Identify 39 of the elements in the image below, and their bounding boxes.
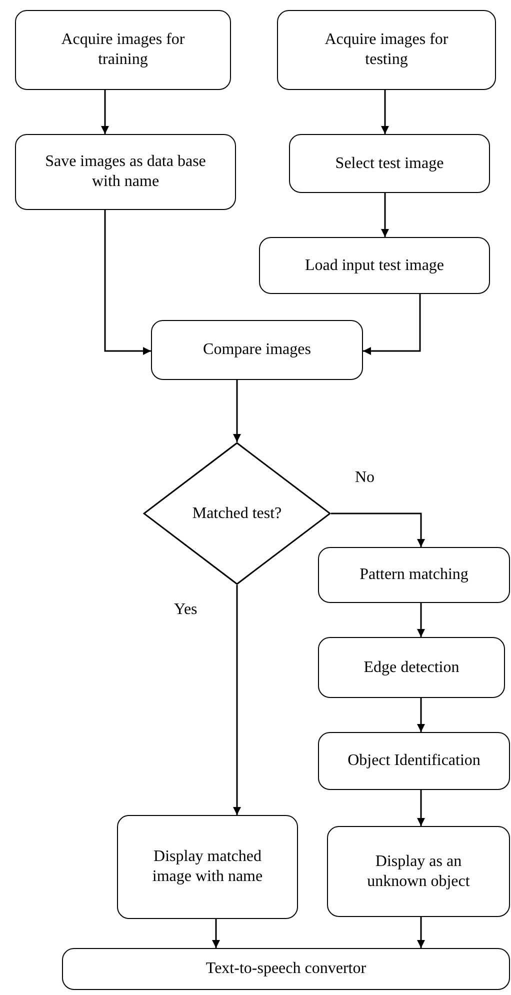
- process-box: [117, 815, 298, 919]
- step-text: Text-to-speech convertor: [206, 959, 366, 979]
- process-box: [259, 237, 490, 294]
- process-box: [327, 826, 510, 917]
- arrow: [233, 585, 241, 815]
- arrow: [381, 193, 389, 237]
- step-text: Select test image: [335, 154, 444, 174]
- process-box: [62, 948, 510, 990]
- decision-diamond: [143, 442, 331, 585]
- arrow: [417, 698, 425, 732]
- step-text: Acquire images for testing: [324, 30, 450, 70]
- process-box: [15, 134, 236, 210]
- arrow: [417, 603, 425, 637]
- process-box: [277, 10, 496, 90]
- arrow: [233, 380, 241, 442]
- arrow: [417, 917, 425, 948]
- decision-text: Matched test?: [192, 504, 282, 524]
- process-box: [151, 320, 363, 380]
- arrow: [101, 90, 109, 134]
- arrow: [417, 790, 425, 826]
- step-text: Pattern matching: [360, 565, 468, 585]
- arrow: [381, 90, 389, 134]
- process-box: [15, 10, 231, 90]
- arrow: [104, 210, 151, 355]
- step-text: Display matched image with name: [151, 847, 264, 887]
- process-box: [318, 547, 510, 603]
- step-text: Display as an unknown object: [366, 852, 471, 892]
- step-text: Acquire images for training: [60, 30, 186, 70]
- arrow: [331, 512, 425, 547]
- step-text: Edge detection: [364, 658, 460, 678]
- process-box: [289, 134, 490, 193]
- arrow: [363, 294, 421, 355]
- step-text: Load input test image: [304, 256, 444, 276]
- step-text: Save images as data base with name: [44, 152, 207, 192]
- process-box: [318, 637, 505, 698]
- arrow: [212, 919, 220, 948]
- process-box: [318, 732, 510, 790]
- step-text: Object Identification: [348, 751, 480, 771]
- step-text: Compare images: [203, 340, 311, 360]
